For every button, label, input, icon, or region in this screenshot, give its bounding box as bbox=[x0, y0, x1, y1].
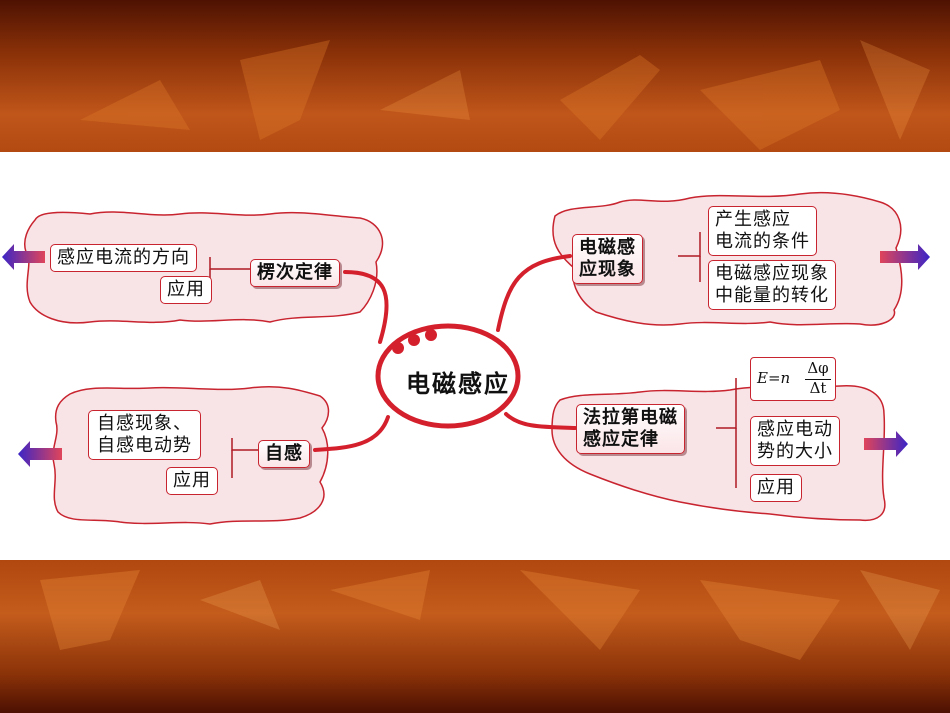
arrow-left-top bbox=[2, 244, 45, 270]
faraday-item-emf-magnitude: 感应电动 势的大小 bbox=[750, 416, 840, 466]
phenomenon-item-energy-line1: 电磁感应现象 bbox=[715, 263, 829, 284]
top-decorative-band bbox=[0, 0, 950, 152]
center-node-label: 电磁感应 bbox=[406, 370, 510, 398]
phenomenon-item-energy-line2: 中能量的转化 bbox=[715, 285, 829, 306]
center-dot-3 bbox=[425, 329, 437, 341]
phenomenon-node: 电磁感 应现象 bbox=[572, 234, 643, 284]
phenomenon-node-line1: 电磁感 bbox=[579, 237, 636, 258]
arrow-right-top bbox=[880, 244, 930, 270]
phenomenon-node-line2: 应现象 bbox=[579, 259, 636, 280]
bottom-decorative-band bbox=[0, 560, 950, 713]
faraday-item-application: 应用 bbox=[750, 474, 802, 502]
arrow-left-bottom bbox=[18, 441, 62, 467]
faraday-node-line1: 法拉第电磁 bbox=[583, 407, 678, 428]
self-induction-item-phenomenon: 自感现象、 自感电动势 bbox=[88, 410, 201, 460]
phenomenon-item-condition-line1: 产生感应 bbox=[715, 209, 791, 230]
lenz-law-node: 楞次定律 bbox=[250, 259, 340, 287]
faraday-node-line2: 感应定律 bbox=[583, 429, 659, 450]
faraday-item-emf-line1: 感应电动 bbox=[757, 419, 833, 440]
faraday-formula: E=n Δφ Δt bbox=[750, 357, 836, 401]
center-dot-2 bbox=[408, 334, 420, 346]
formula-numerator: Δφ bbox=[807, 359, 829, 377]
faraday-law-node: 法拉第电磁 感应定律 bbox=[576, 404, 685, 454]
lenz-item-current-direction: 感应电流的方向 bbox=[50, 244, 197, 272]
phenomenon-item-energy: 电磁感应现象 中能量的转化 bbox=[708, 260, 836, 310]
center-dot-1 bbox=[392, 342, 404, 354]
phenomenon-item-condition-line2: 电流的条件 bbox=[715, 231, 810, 252]
formula-denominator: Δt bbox=[809, 379, 827, 397]
lenz-item-application: 应用 bbox=[160, 276, 212, 304]
mind-map-panel: 电磁感应 感应电流的方向 应用 楞次定律 自感现象、 自感电动势 应用 自感 电… bbox=[0, 152, 950, 560]
lenz-group-blob bbox=[23, 211, 384, 324]
self-induction-item-application: 应用 bbox=[166, 467, 218, 495]
formula-lhs: E=n bbox=[757, 369, 791, 387]
phenomenon-item-condition: 产生感应 电流的条件 bbox=[708, 206, 817, 256]
faraday-item-emf-line2: 势的大小 bbox=[757, 441, 833, 462]
self-induction-item-line1: 自感现象、 bbox=[97, 413, 192, 434]
center-node-oval bbox=[375, 323, 521, 429]
formula-fraction-bar bbox=[805, 379, 831, 380]
self-induction-item-line2: 自感电动势 bbox=[97, 435, 192, 456]
arrow-right-bottom bbox=[864, 431, 908, 457]
self-induction-node: 自感 bbox=[258, 440, 310, 468]
